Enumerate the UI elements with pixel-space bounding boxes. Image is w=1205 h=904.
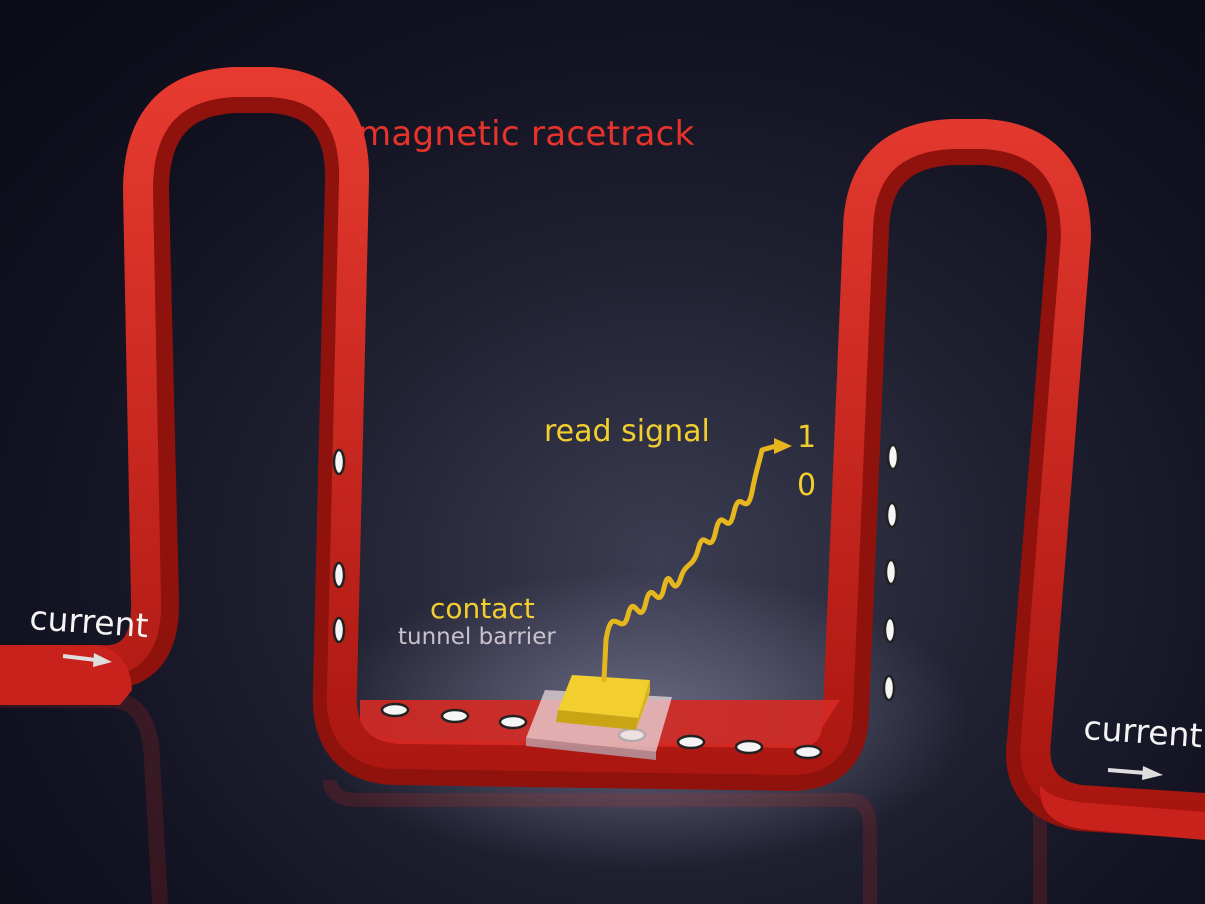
racetrack-left-face <box>0 645 132 705</box>
racetrack-right-face <box>1040 785 1205 840</box>
signal-arrow-icon <box>774 438 792 454</box>
current-right-label: current <box>1082 708 1204 756</box>
tunnel-barrier-label: tunnel barrier <box>398 624 556 650</box>
racetrack <box>0 67 1205 823</box>
current-arrow-icon <box>1107 766 1163 780</box>
bit-zero-label: 0 <box>797 468 817 503</box>
racetrack-label: magnetic racetrack <box>358 114 695 154</box>
bit-one-label: 1 <box>797 420 817 455</box>
current-arrow-icon <box>62 653 112 667</box>
current-left-label: current <box>28 598 150 646</box>
read-signal-label: read signal <box>544 414 710 449</box>
read-signal-wire <box>601 443 779 683</box>
contact-label: contact <box>430 592 535 625</box>
contact-pad <box>556 675 650 730</box>
